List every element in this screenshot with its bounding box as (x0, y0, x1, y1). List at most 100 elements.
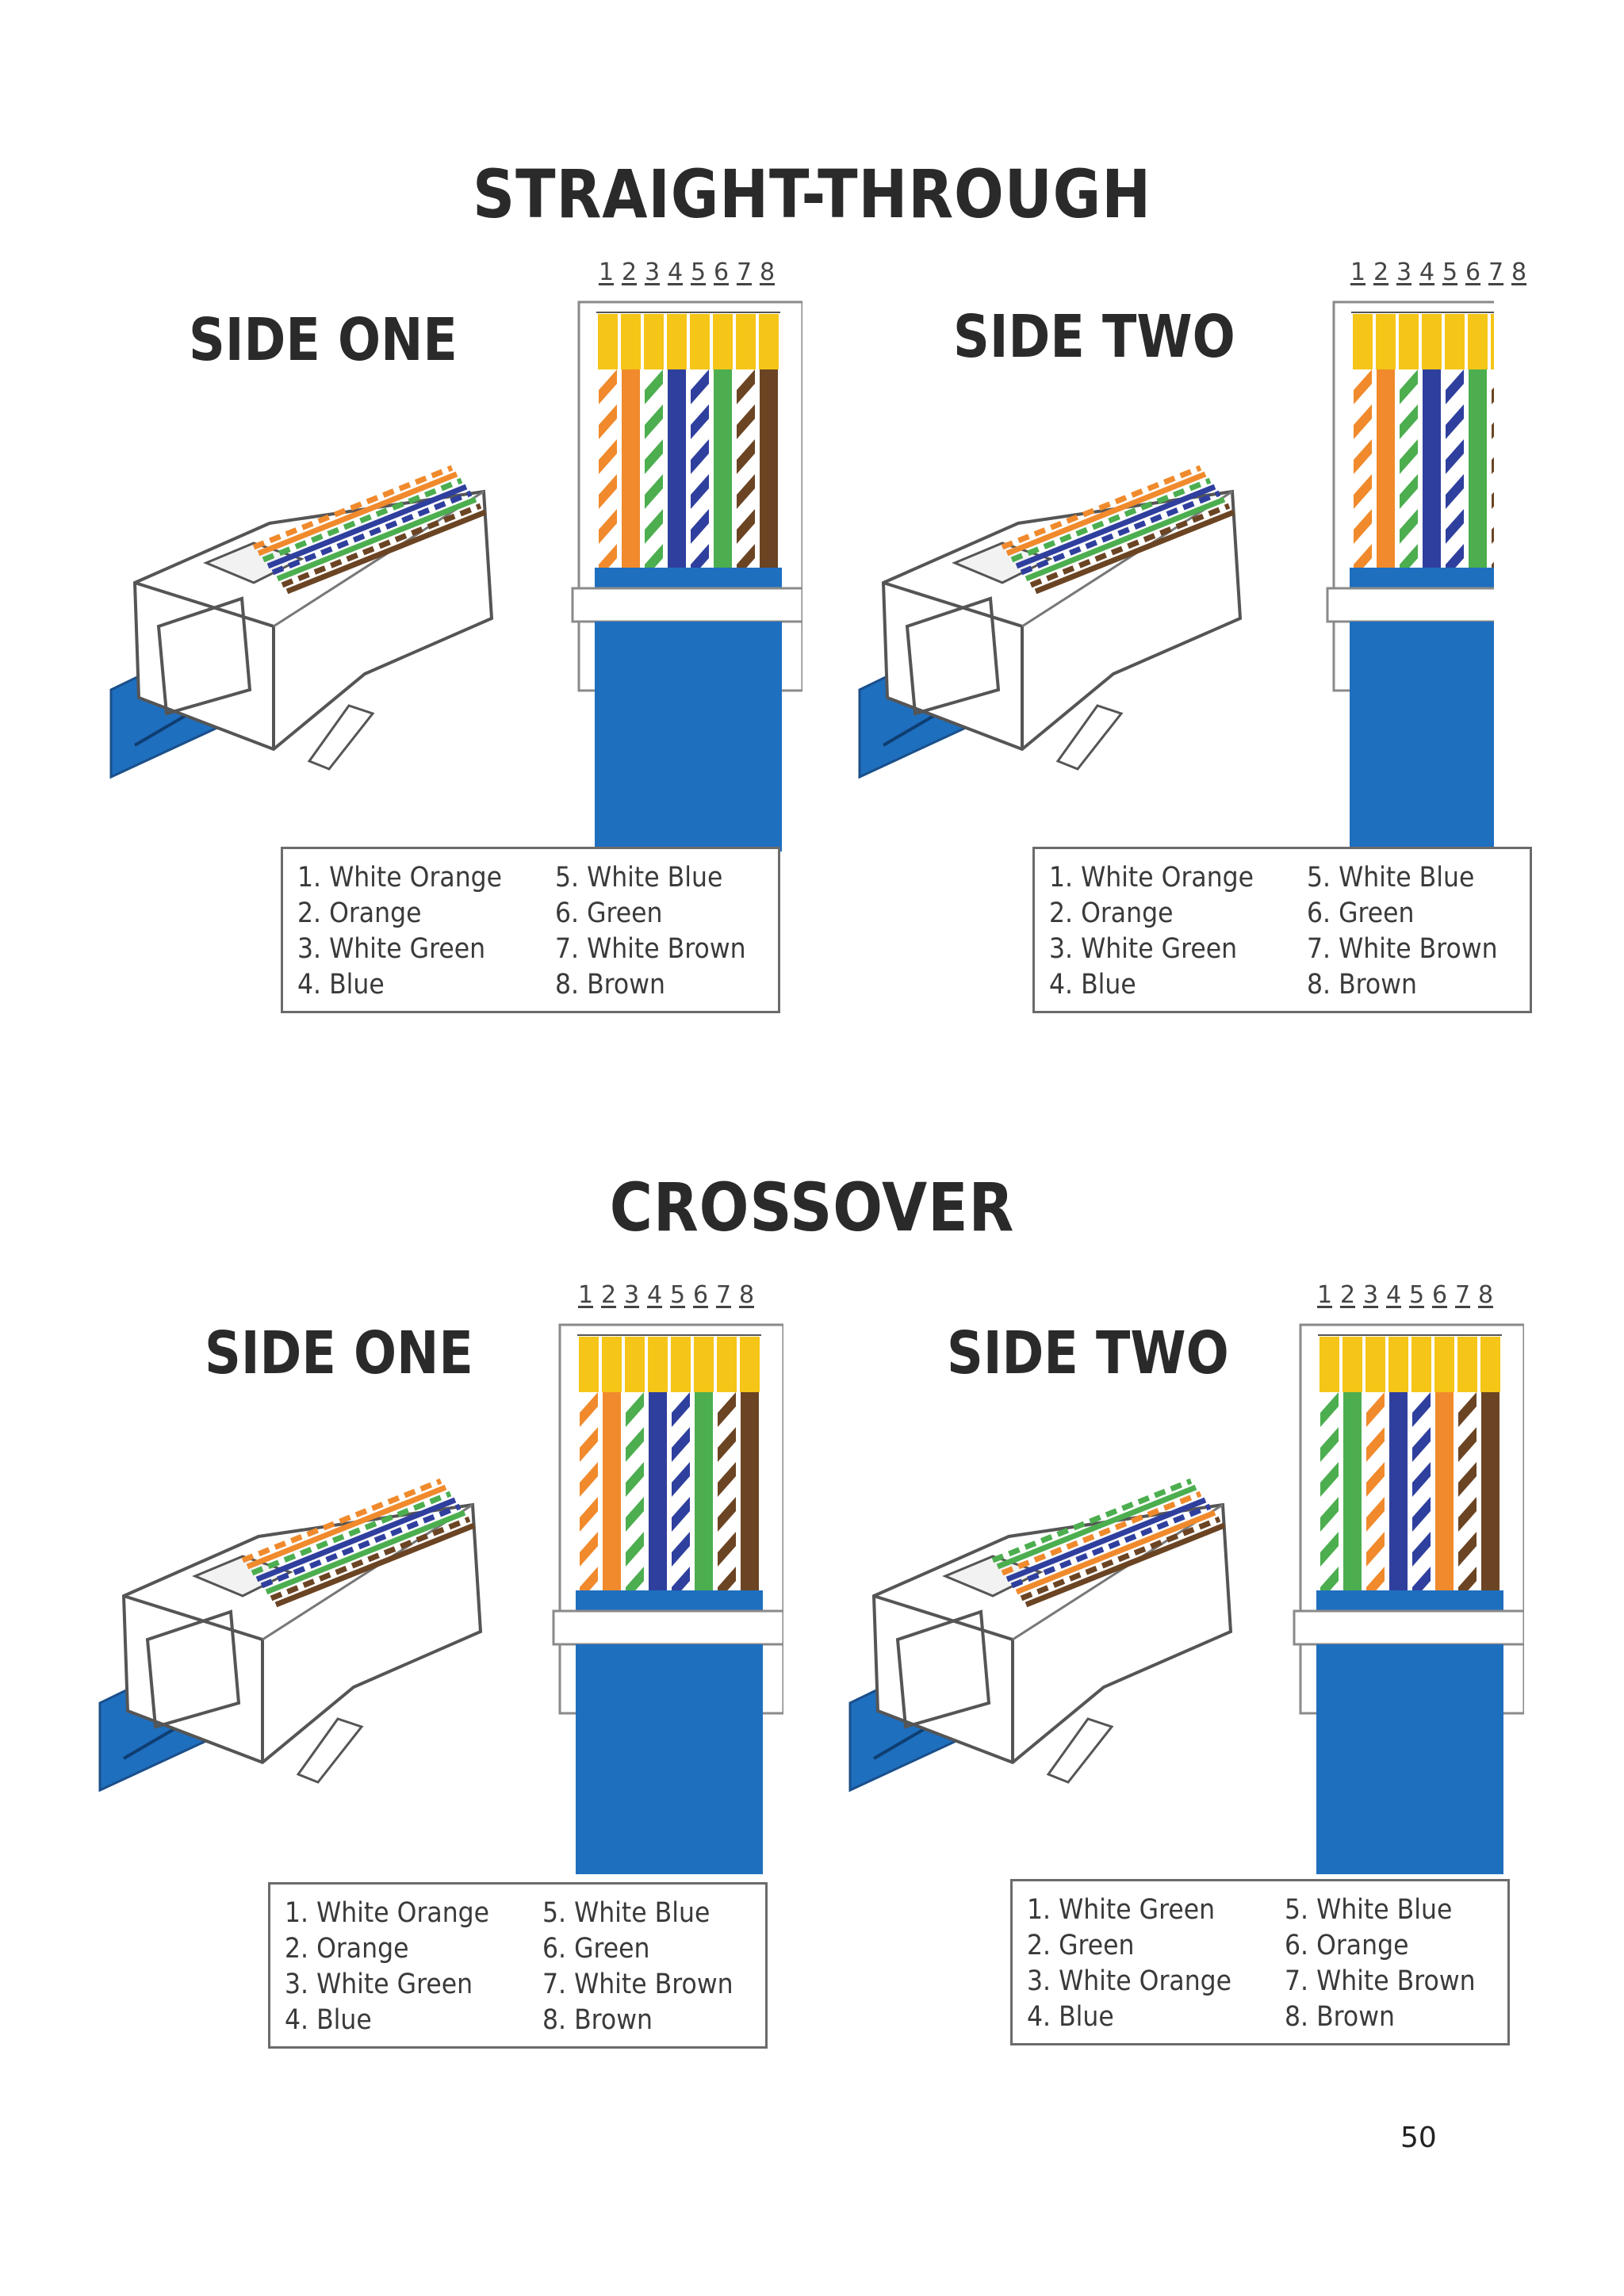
wire-white-green (251, 1490, 452, 1576)
wire-white-orange (1001, 1490, 1202, 1576)
legend-item: 5. White Blue (1284, 1894, 1453, 1926)
legend-item: 5. White Blue (554, 862, 723, 894)
legend-item: 4. Blue (297, 969, 385, 1001)
wire-blue (1423, 369, 1441, 568)
gold-contact (1399, 314, 1419, 369)
wire-white-orange (241, 1478, 442, 1563)
wire-brown (274, 1522, 476, 1608)
wire-orange (246, 1484, 447, 1570)
connector-perspective-drawing (98, 1478, 483, 1793)
wire-blue (255, 1497, 457, 1582)
wire-white-blue (1446, 369, 1464, 579)
cable-jacket (595, 622, 782, 851)
wire-white-green (262, 477, 463, 563)
pin-number: 1 (577, 1281, 594, 1309)
wire-blue (649, 1392, 667, 1590)
wire-white-green (1010, 477, 1212, 563)
legend-item: 6. Orange (1284, 1930, 1409, 1961)
pin-number: 3 (644, 258, 661, 286)
wire-white-blue (260, 1503, 462, 1589)
wire-orange (1015, 1510, 1216, 1595)
gold-contact (621, 314, 641, 369)
pin-number: 2 (1373, 258, 1389, 286)
wire-white-brown (718, 1392, 736, 1601)
pin-number: 7 (1454, 1281, 1471, 1309)
pin-number: 3 (623, 1281, 640, 1309)
plug-front-view (1293, 1323, 1524, 1874)
wire-orange (257, 471, 458, 557)
pin-number: 2 (1339, 1281, 1356, 1309)
latch (1055, 704, 1124, 771)
strain-relief (1293, 1609, 1524, 1646)
legend-item: 1. White Green (1027, 1894, 1216, 1926)
wire-green (276, 496, 477, 582)
legend-item: 1. White Orange (297, 862, 503, 894)
legend-item: 8. Brown (1284, 2001, 1395, 2033)
cable-jacket (1350, 622, 1494, 851)
latch (1046, 1717, 1114, 1784)
wire-green (996, 1484, 1197, 1570)
cable-jacket (576, 1644, 763, 1874)
wire-white-blue (271, 490, 473, 576)
wire-orange (1435, 1392, 1454, 1590)
gold-contact (759, 314, 779, 369)
pin-number: 7 (736, 258, 753, 286)
wire-blue (668, 369, 686, 568)
wire-white-orange (252, 465, 454, 550)
pin-number: 4 (1385, 1281, 1402, 1309)
wire-white-orange (1354, 369, 1372, 579)
pin-number: 6 (1465, 258, 1481, 286)
wire-white-orange (599, 369, 617, 579)
latch (296, 1717, 364, 1784)
pin-number: 1 (1316, 1281, 1333, 1309)
legend-item: 7. White Brown (542, 1969, 733, 2000)
pin-number: 4 (667, 258, 684, 286)
plug-front-view (1326, 300, 1494, 851)
wire-white-green (1320, 1392, 1339, 1601)
plug-front-view (571, 300, 802, 851)
gold-contact (717, 1337, 737, 1392)
pin-number: 7 (1488, 258, 1504, 286)
wire-blue (1015, 484, 1216, 569)
legend-item: 3. White Orange (1027, 1965, 1232, 1997)
wire-white-blue (1020, 490, 1221, 576)
gold-contact (1422, 314, 1442, 369)
legend-item: 8. Brown (554, 969, 665, 1001)
wire-green (1025, 496, 1226, 582)
pin-number: 7 (715, 1281, 732, 1309)
wire-blue (1389, 1392, 1408, 1590)
gold-contact (1388, 1337, 1408, 1392)
legend-item: 3. White Green (1049, 933, 1238, 965)
strain-relief (552, 1609, 783, 1646)
wire-orange (622, 369, 640, 568)
pin-number: 5 (1442, 258, 1458, 286)
wire-white-brown (1492, 369, 1494, 579)
gold-contact (1434, 1337, 1454, 1392)
legend-item: 1. White Orange (1049, 862, 1254, 894)
legend-item: 7. White Brown (1284, 1965, 1476, 1997)
gold-contact (667, 314, 687, 369)
pin-number: 6 (692, 1281, 709, 1309)
section-title-straight-through: STRAIGHT-THROUGH (473, 155, 1151, 233)
wire-white-brown (1458, 1392, 1477, 1601)
wire-brown (285, 509, 487, 595)
connector-perspective-drawing (848, 1478, 1233, 1793)
pin-number: 6 (1431, 1281, 1448, 1309)
latch (307, 704, 375, 771)
wire-blue (266, 484, 468, 569)
gold-contact (1468, 314, 1488, 369)
pin-number: 3 (1396, 258, 1412, 286)
pin-number: 2 (621, 258, 638, 286)
legend-item: 3. White Green (285, 1969, 473, 2000)
gold-contact (1411, 1337, 1431, 1392)
wire-white-brown (1020, 1516, 1221, 1601)
wire-white-blue (1010, 1503, 1212, 1589)
pin-number: 8 (738, 1281, 755, 1309)
legend-item: 8. Brown (1306, 969, 1417, 1001)
pin-number: 2 (600, 1281, 617, 1309)
legend-item: 7. White Brown (1306, 933, 1498, 965)
wire-white-green (626, 1392, 644, 1601)
